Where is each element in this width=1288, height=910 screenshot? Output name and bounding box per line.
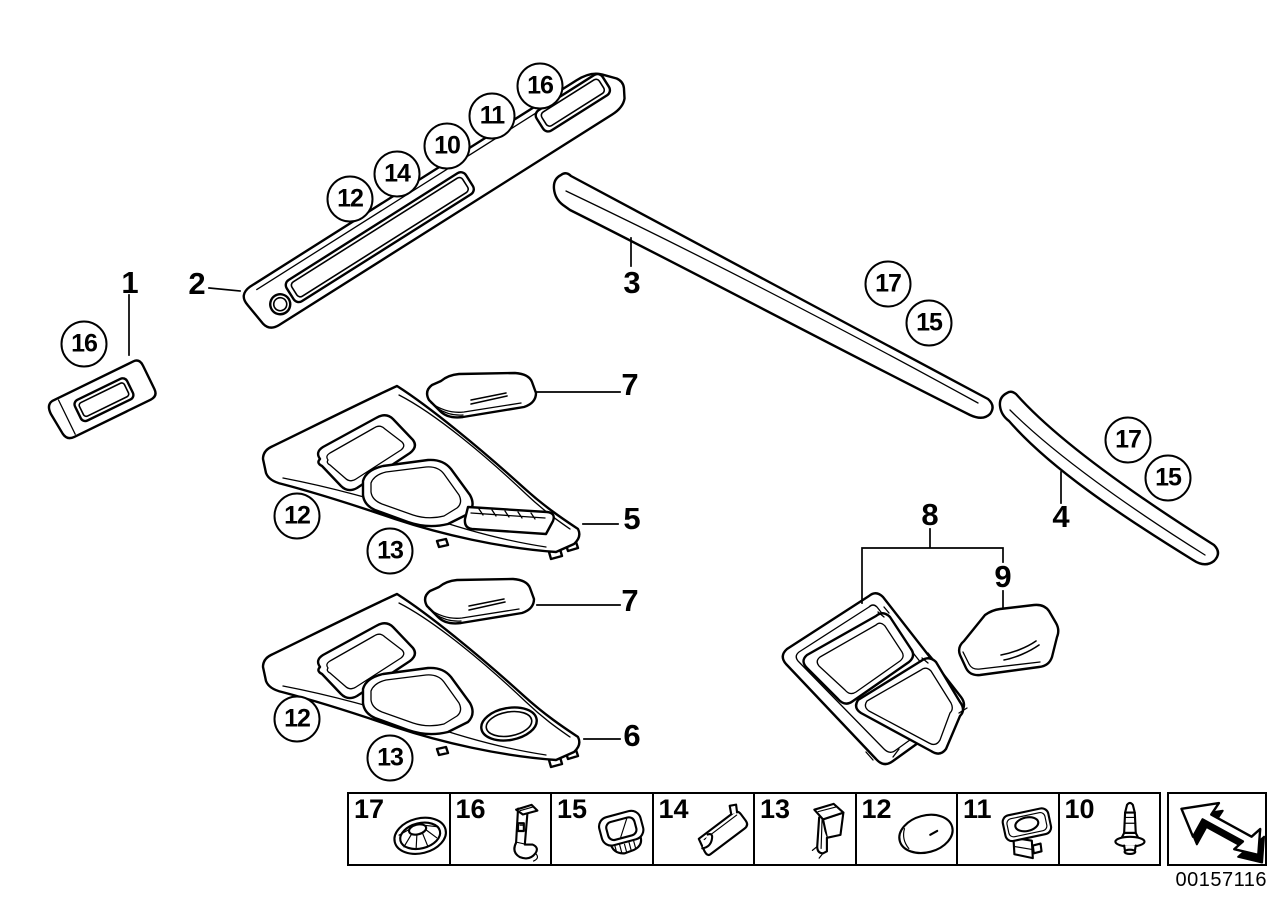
speed-nut-icon: [392, 816, 447, 855]
fastener-legend-table: 17 16 15: [347, 792, 1161, 866]
expansion-rivet-icon: [1114, 801, 1146, 856]
grommet-icon: [597, 809, 644, 855]
legend-cell-10[interactable]: 10: [1060, 794, 1160, 864]
part-label-7-lower[interactable]: 7: [621, 583, 639, 618]
part-label-6[interactable]: 6: [623, 718, 641, 753]
part-dashboard-decor-panel: [242, 72, 626, 329]
part-center-console-trim-5: [261, 384, 581, 561]
part-label-1[interactable]: 1: [121, 265, 139, 300]
legend-number-11: 11: [963, 794, 992, 824]
callout-15-door-rear[interactable]: 15: [1144, 454, 1192, 502]
callout-15-door-front[interactable]: 15: [905, 299, 953, 347]
legend-number-15: 15: [557, 794, 588, 824]
part-rear-lid-9: [957, 603, 1060, 677]
part-storage-lid-7-upper: [425, 371, 538, 419]
part-label-7-upper[interactable]: 7: [621, 367, 639, 402]
oval-cap-icon: [898, 813, 954, 855]
leader-lines: [128, 237, 1062, 740]
callout-11-dashboard[interactable]: 11: [468, 92, 516, 140]
part-label-8[interactable]: 8: [921, 497, 939, 532]
callout-13-console-upper[interactable]: 13: [366, 527, 414, 575]
part-door-decor-strip-rear: [998, 390, 1220, 566]
part-door-decor-strip-front: [552, 172, 994, 419]
callout-14-dashboard[interactable]: 14: [373, 150, 421, 198]
legend-cell-12[interactable]: 12: [857, 794, 958, 864]
callout-10-dashboard[interactable]: 10: [423, 122, 471, 170]
part-label-5[interactable]: 5: [623, 501, 641, 536]
legend-cell-16[interactable]: 16: [451, 794, 552, 864]
diagram-number: 00157116: [1175, 869, 1267, 891]
part-storage-lid-7-lower: [423, 577, 536, 625]
legend-cell-11[interactable]: 11: [958, 794, 1060, 864]
legend-number-12: 12: [861, 794, 892, 824]
callout-12-dashboard[interactable]: 12: [326, 175, 374, 223]
clip-nut-icon: [1001, 807, 1052, 860]
direction-arrow-box: [1167, 792, 1267, 866]
part-label-3[interactable]: 3: [623, 265, 641, 300]
clamp-clip-icon: [513, 803, 539, 862]
legend-number-14: 14: [658, 794, 689, 824]
callout-16-dashboard-end[interactable]: 16: [516, 62, 564, 110]
part-rear-console-panel-8: [781, 592, 968, 766]
callout-13-console-lower[interactable]: 13: [366, 734, 414, 782]
part-label-4[interactable]: 4: [1052, 499, 1070, 534]
legend-cell-17[interactable]: 17: [349, 794, 451, 864]
part-label-9[interactable]: 9: [994, 559, 1012, 594]
part-label-2[interactable]: 2: [188, 266, 206, 301]
legend-number-13: 13: [760, 794, 791, 824]
callout-17-door-rear[interactable]: 17: [1104, 416, 1152, 464]
legend-number-16: 16: [455, 794, 486, 824]
part-decor-trim-left: [47, 359, 157, 440]
legend-cell-14[interactable]: 14: [654, 794, 755, 864]
legend-cell-15[interactable]: 15: [552, 794, 654, 864]
legend-number-10: 10: [1064, 794, 1095, 824]
callout-17-door-front[interactable]: 17: [864, 260, 912, 308]
callout-12-console-lower[interactable]: 12: [273, 695, 321, 743]
callout-12-console-upper[interactable]: 12: [273, 492, 321, 540]
legend-number-17: 17: [354, 794, 385, 824]
direction-arrow-icon: [1180, 801, 1265, 864]
legend-cell-13[interactable]: 13: [755, 794, 857, 864]
part-center-console-trim-6: [261, 592, 581, 769]
snap-clip-icon: [811, 802, 844, 859]
spring-clip-icon: [697, 803, 749, 857]
callout-16-left-trim[interactable]: 16: [60, 320, 108, 368]
